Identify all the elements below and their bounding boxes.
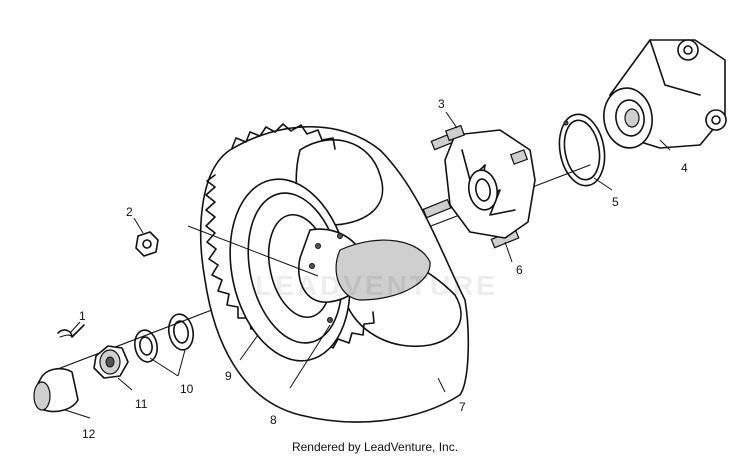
callout-5: 5 bbox=[612, 195, 619, 209]
callout-10: 10 bbox=[180, 382, 194, 396]
callout-9: 9 bbox=[225, 369, 232, 383]
callout-2: 2 bbox=[126, 205, 133, 219]
callout-8: 8 bbox=[270, 413, 277, 427]
callout-12: 12 bbox=[82, 427, 96, 441]
hub-cap[interactable] bbox=[33, 367, 79, 413]
callout-labels: 1 2 3 4 5 6 7 8 9 10 11 12 bbox=[79, 97, 688, 441]
knuckle-housing[interactable] bbox=[600, 39, 727, 151]
snap-ring[interactable] bbox=[554, 111, 610, 190]
cotter-pin[interactable] bbox=[57, 324, 85, 338]
wheel-rim[interactable] bbox=[214, 168, 431, 372]
lug-nut[interactable] bbox=[135, 231, 159, 257]
castle-nut[interactable] bbox=[93, 345, 129, 379]
callout-11: 11 bbox=[135, 397, 148, 411]
footer-credit: Rendered by LeadVenture, Inc. bbox=[291, 440, 459, 454]
callout-3: 3 bbox=[438, 97, 445, 111]
washers[interactable] bbox=[132, 312, 196, 363]
wheel-hub[interactable] bbox=[444, 124, 536, 239]
callout-6: 6 bbox=[516, 263, 523, 277]
leader-lines bbox=[64, 111, 671, 419]
callout-7: 7 bbox=[459, 400, 466, 414]
callout-4: 4 bbox=[681, 161, 688, 175]
callout-1: 1 bbox=[79, 309, 86, 323]
